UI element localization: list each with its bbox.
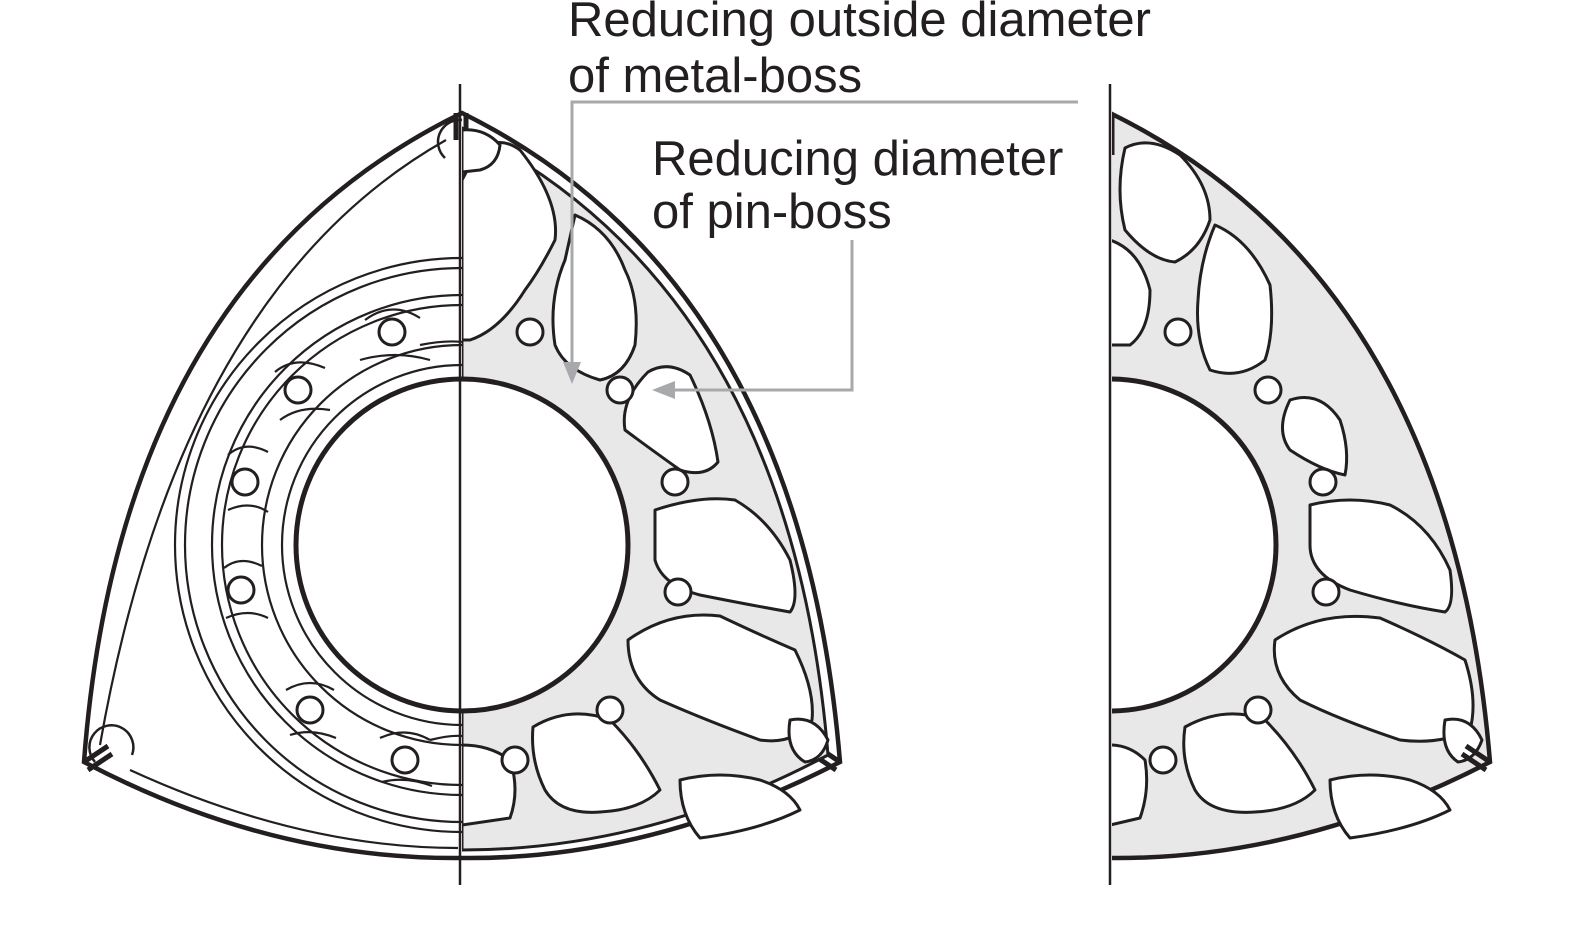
- pin-boss-arrowhead: [652, 381, 675, 399]
- right-rotor-outline: [1112, 111, 1493, 861]
- metal-boss-label-line2: of metal-boss: [568, 49, 862, 103]
- annotation-metal-boss: Reducing outside diameter of metal-boss: [563, 0, 1151, 384]
- left-rotor-apex-slot-left: [82, 743, 114, 773]
- pin-boss-label-line1: Reducing diameter: [652, 132, 1063, 186]
- left-rotor-pockets: [462, 141, 814, 840]
- left-rotor-bore: [462, 376, 631, 714]
- left-rotor-inner-bottom: [129, 769, 459, 850]
- metal-boss-arrowhead: [563, 362, 581, 384]
- pin-boss-label-line2: of pin-boss: [652, 185, 892, 239]
- left-rotor-section: [462, 126, 830, 852]
- pin-boss-leader-line: [672, 240, 854, 392]
- right-rotor-pockets: [1112, 141, 1484, 840]
- left-rotor-bore-left: [293, 376, 462, 714]
- right-rotor-pin-bosses: [1148, 317, 1341, 775]
- left-rotor-apex-seal-bottom-left: [88, 724, 135, 763]
- metal-boss-leader-line: [570, 100, 1078, 365]
- metal-boss-label-line1: Reducing outside diameter: [568, 0, 1151, 47]
- annotation-pin-boss: Reducing diameter of pin-boss: [652, 132, 1063, 399]
- left-side-bolt-bosses: [226, 317, 420, 775]
- left-rotor-pin-bosses: [500, 317, 693, 775]
- right-rotor-apex-slot-right: [1460, 743, 1492, 773]
- left-rotor-inner-flank: [98, 139, 447, 746]
- left-rotor: [81, 84, 843, 885]
- right-rotor-bore: [1112, 376, 1279, 714]
- left-rotor-outline: [81, 110, 843, 861]
- right-rotor: [1112, 111, 1493, 861]
